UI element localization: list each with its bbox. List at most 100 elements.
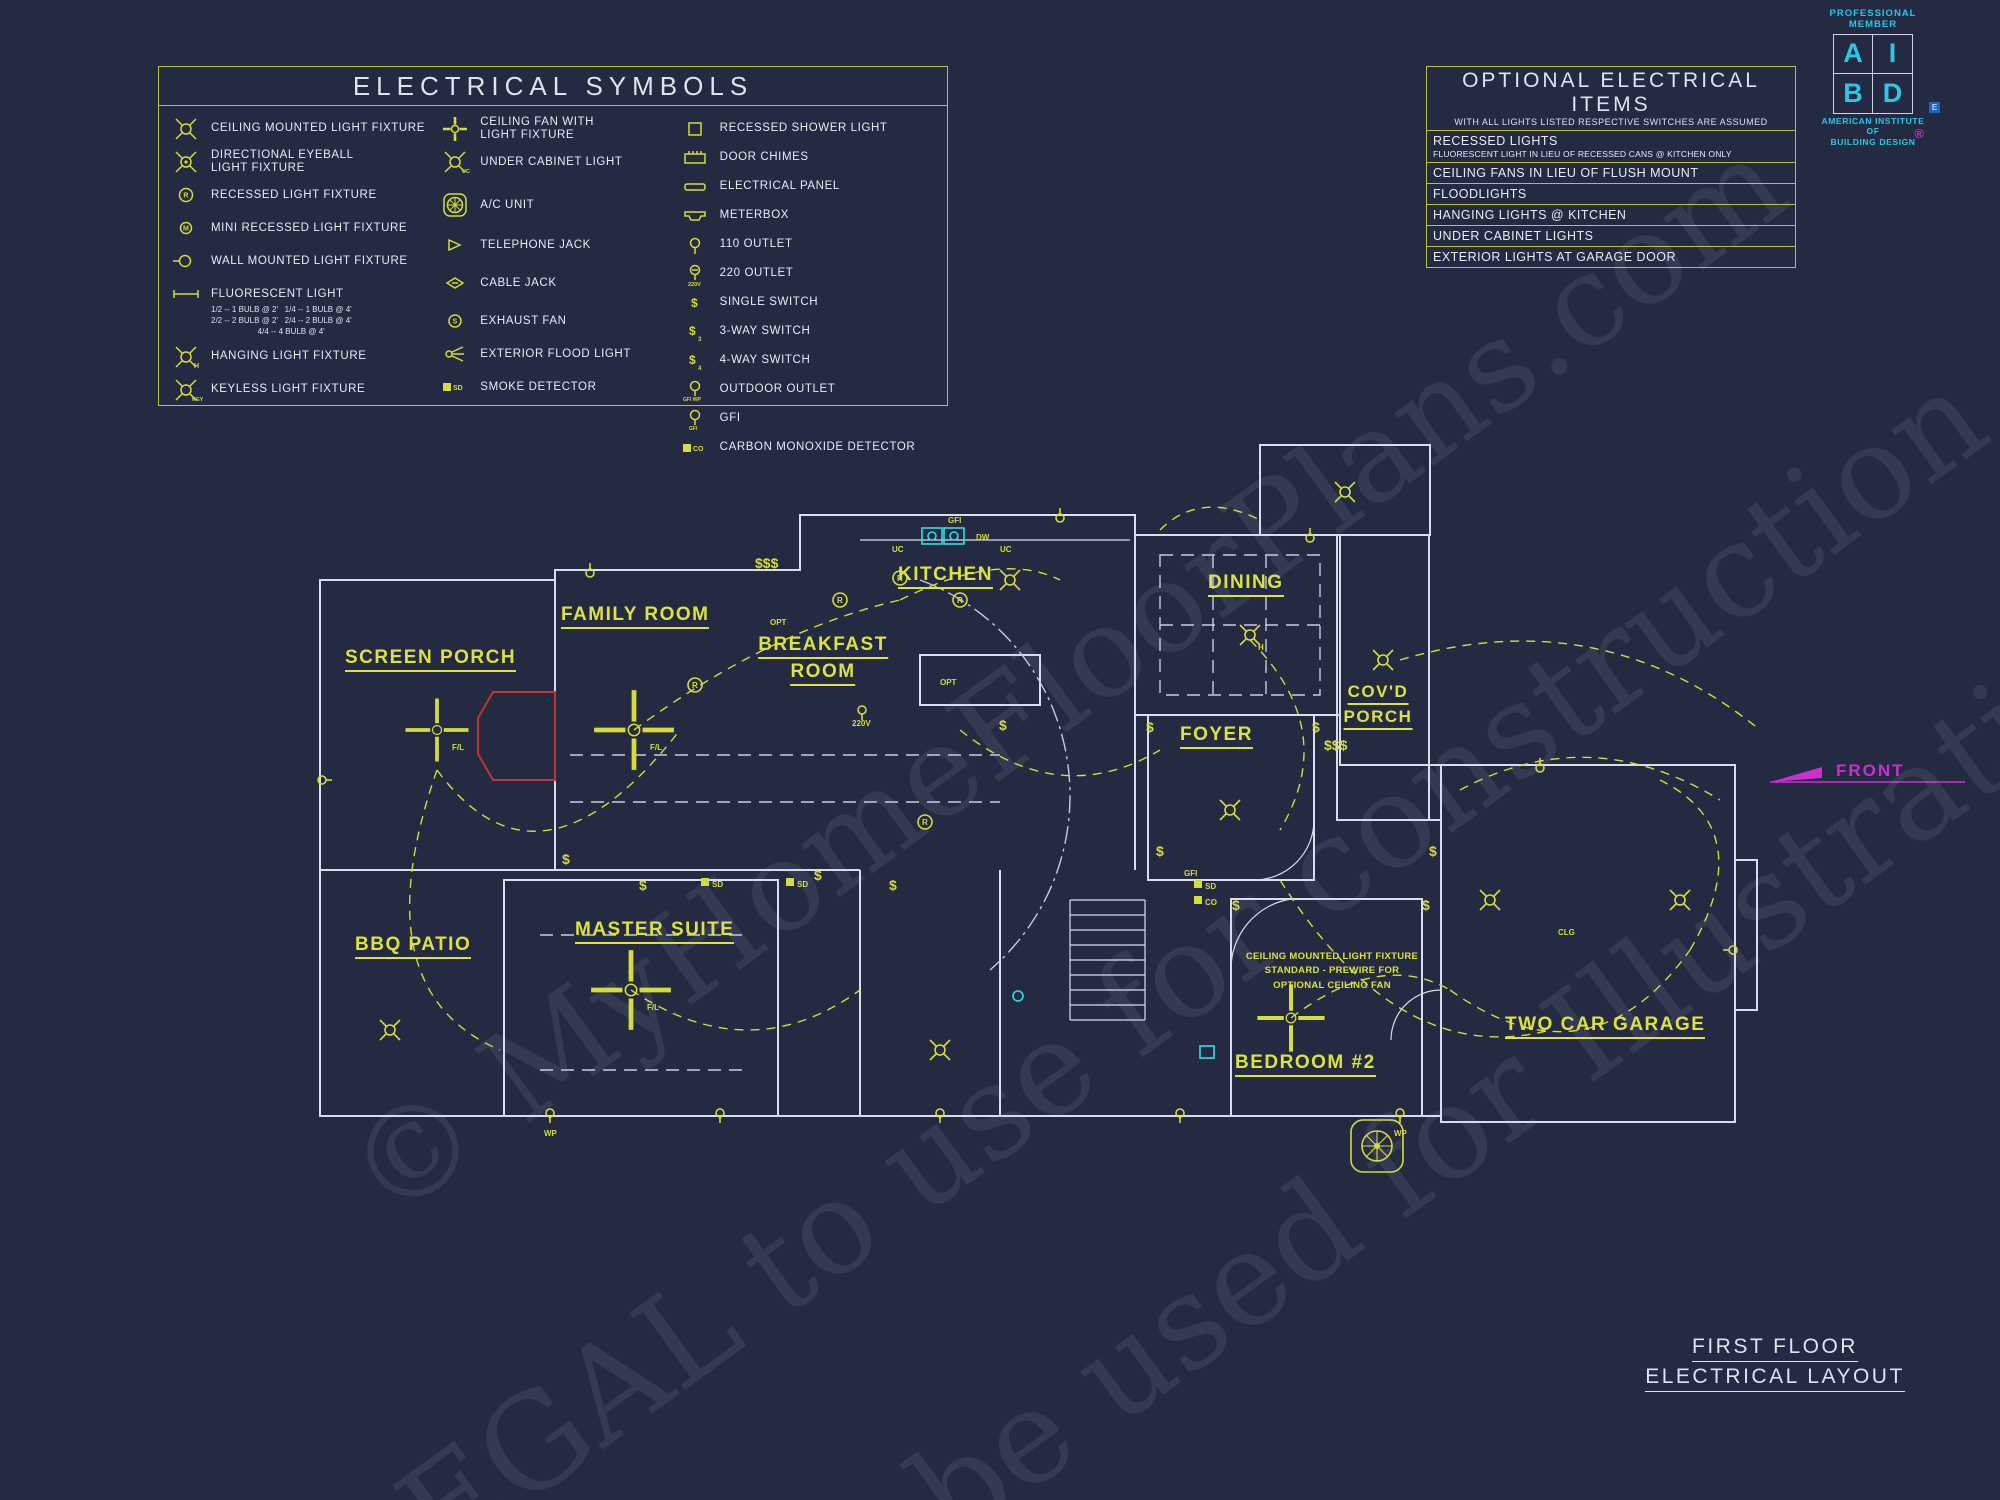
legend-item: EXTERIOR FLOOD LIGHT [438, 341, 677, 367]
outlet-220-icon: 220V [688, 264, 701, 287]
svg-text:$: $ [1232, 897, 1240, 913]
legend-label: WALL MOUNTED LIGHT FIXTURE [211, 254, 408, 267]
optional-row: HANGING LIGHTS @ KITCHEN [1427, 204, 1795, 225]
legend-label: METERBOX [719, 209, 790, 222]
legend-item: CABLE JACK [438, 270, 677, 296]
room-label-bbq-patio: BBQ PATIO [355, 932, 472, 959]
svg-text:H: H [194, 363, 199, 370]
legend-label: RECESSED SHOWER LIGHT [719, 122, 888, 135]
room-label-screen-porch: SCREEN PORCH [345, 645, 517, 672]
sink-and-fixtures [921, 527, 1215, 1059]
legend-item: 220V 220 OUTLET [678, 261, 939, 287]
legend-label: ELECTRICAL PANEL [719, 180, 840, 193]
svg-text:F/L: F/L [647, 1003, 659, 1012]
legend-label: 3-WAY SWITCH [719, 325, 811, 338]
optional-title: OPTIONAL ELECTRICAL ITEMS [1462, 69, 1760, 116]
legend-item: TELEPHONE JACK [438, 232, 677, 258]
svg-text:CLG: CLG [1558, 928, 1575, 937]
fluorescent-light-icon [173, 290, 199, 299]
svg-text:UC: UC [892, 545, 904, 554]
recessed-light-icon: R [178, 188, 194, 203]
legend-label: OUTDOOR OUTLET [719, 383, 836, 396]
svg-text:$: $ [889, 877, 897, 893]
meterbox-icon [683, 211, 706, 221]
optional-row: UNDER CABINET LIGHTS [1427, 225, 1795, 246]
legend-label: CEILING MOUNTED LIGHT FIXTURE [211, 122, 425, 135]
svg-text:$: $ [689, 324, 696, 338]
svg-text:$: $ [1422, 897, 1430, 913]
svg-text:SD: SD [797, 880, 808, 889]
legend-label: UNDER CABINET LIGHT [480, 155, 623, 168]
telephone-jack-icon [448, 239, 463, 252]
optional-electrical-items: OPTIONAL ELECTRICAL ITEMS WITH ALL LIGHT… [1426, 66, 1796, 268]
legend-item: M MINI RECESSED LIGHT FIXTURE [169, 215, 438, 241]
svg-text:R: R [897, 574, 903, 583]
legend-label: A/C UNIT [480, 198, 535, 211]
fireplace [477, 691, 556, 781]
svg-text:M: M [183, 226, 189, 233]
svg-text:WP: WP [1394, 1129, 1408, 1138]
legend-item: GFI WP OUTDOOR OUTLET [678, 377, 939, 403]
eyeball-light-icon [175, 151, 197, 173]
svg-text:3: 3 [698, 337, 702, 343]
legend-item: ELECTRICAL PANEL [678, 174, 939, 200]
ceiling-fan-icon [443, 117, 468, 142]
legend-label: SMOKE DETECTOR [480, 380, 597, 393]
room-label-master-suite: MASTER SUITE [575, 917, 735, 944]
legend-item: H HANGING LIGHT FIXTURE [169, 344, 438, 370]
legend-item: SD SMOKE DETECTOR [438, 374, 677, 400]
four-way-switch-icon: $4 [689, 353, 702, 372]
legend-item: $3 3-WAY SWITCH [678, 319, 939, 345]
legend-label: EXTERIOR FLOOD LIGHT [480, 347, 631, 360]
svg-text:WP: WP [544, 1129, 558, 1138]
front-label: FRONT [1836, 761, 1905, 780]
svg-text:$: $ [814, 867, 822, 883]
svg-text:4: 4 [698, 366, 702, 372]
outlet-110-icon [689, 237, 700, 254]
room-label-foyer: FOYER [1180, 722, 1253, 749]
cable-jack-icon [445, 277, 465, 290]
svg-text:GFI: GFI [689, 426, 698, 432]
svg-text:$: $ [999, 717, 1007, 733]
svg-text:OPT: OPT [770, 618, 787, 627]
svg-text:S: S [453, 319, 458, 326]
optional-row: CEILING FANS IN LIEU OF FLUSH MOUNT [1427, 162, 1795, 183]
legend-label: MINI RECESSED LIGHT FIXTURE [211, 221, 408, 234]
svg-text:R: R [957, 596, 963, 605]
legend-label: GFI [719, 412, 741, 425]
co-detector-icon: CO [682, 444, 704, 453]
svg-text:$: $ [691, 296, 698, 310]
svg-text:CO: CO [693, 446, 704, 453]
svg-text:UC: UC [462, 169, 470, 175]
electrical-panel-icon [683, 183, 706, 191]
circuit-wiring-arcs [409, 506, 1761, 1051]
room-label-bedroom2: BEDROOM #2 [1235, 1050, 1376, 1077]
svg-text:$: $ [1312, 719, 1320, 735]
mini-recessed-light-icon: M [179, 222, 193, 235]
legend-item: METERBOX [678, 203, 939, 229]
svg-text:$: $ [1429, 843, 1437, 859]
optional-row: EXTERIOR LIGHTS AT GARAGE DOOR [1427, 246, 1795, 267]
aibd-monogram: A I B D [1833, 33, 1913, 114]
svg-text:R: R [692, 681, 698, 690]
legend-label: DOOR CHIMES [719, 151, 809, 164]
svg-text:DW: DW [976, 533, 990, 542]
gfi-outlet-icon: GFI [689, 409, 700, 432]
legend-item: KEY KEYLESS LIGHT FIXTURE [169, 377, 438, 403]
legend-label: FLUORESCENT LIGHT [211, 287, 344, 300]
svg-text:$: $ [562, 851, 570, 867]
svg-text:$$$: $$$ [1324, 737, 1348, 753]
svg-text:SD: SD [1205, 882, 1216, 891]
optional-row: FLOODLIGHTS [1427, 183, 1795, 204]
room-label-garage: TWO CAR GARAGE [1505, 1012, 1706, 1039]
ceiling-light-icon [175, 118, 197, 140]
svg-text:220V: 220V [688, 282, 701, 287]
